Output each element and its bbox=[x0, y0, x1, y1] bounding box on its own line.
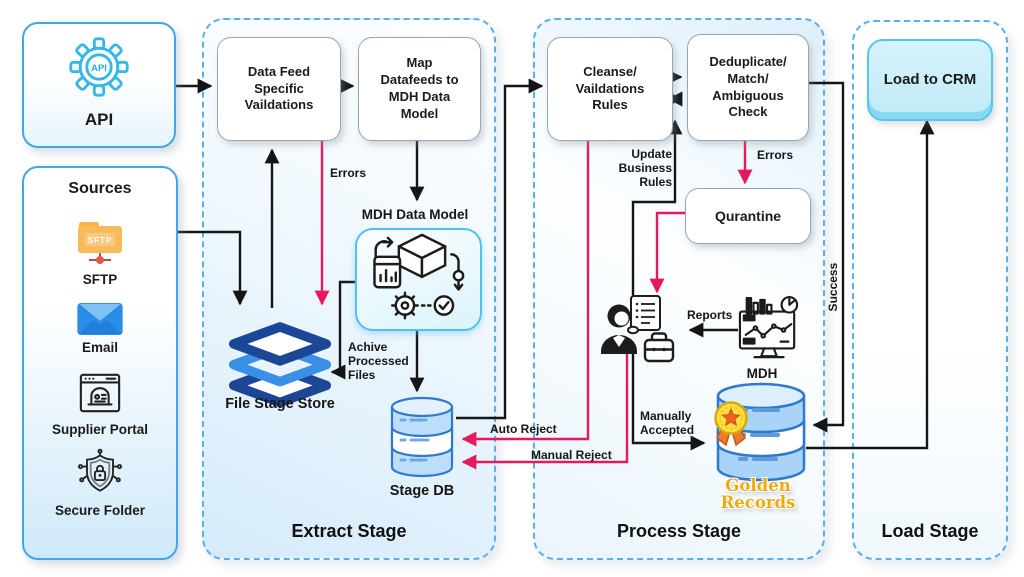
api-source-box: API API bbox=[22, 22, 176, 148]
node-data-feed-validations: Data Feed Specific Vaildations bbox=[217, 37, 341, 141]
mdh-data-model-title: MDH Data Model bbox=[361, 207, 469, 222]
node-load-to-crm: Load to CRM bbox=[867, 39, 993, 121]
sftp-folder-text: SFTP bbox=[88, 236, 112, 245]
auto-reject-label: Auto Reject bbox=[490, 422, 557, 436]
mdh-db-title: MDH bbox=[746, 366, 778, 381]
manually-accepted-label: Manually Accepted bbox=[640, 409, 695, 438]
api-gear-icon: API bbox=[69, 37, 129, 97]
gold-medal-icon bbox=[714, 401, 748, 447]
node-quarantine: Qurantine bbox=[685, 188, 811, 244]
stage-db-icon bbox=[390, 396, 454, 478]
archive-processed-files-label: Achive Processed Files bbox=[348, 340, 409, 383]
node-map-datafeeds: Map Datafeeds to MDH Data Model bbox=[358, 37, 481, 141]
mdh-golden-records-icon bbox=[714, 382, 806, 482]
email-icon bbox=[77, 302, 123, 336]
source-label-email: Email bbox=[81, 340, 119, 355]
node-deduplicate-match: Deduplicate/ Match/ Ambiguous Check bbox=[687, 34, 809, 141]
stage-db-label: Stage DB bbox=[389, 483, 455, 499]
file-stage-store-label: File Stage Store bbox=[225, 396, 335, 412]
golden-records-label: Golden Records bbox=[720, 476, 796, 513]
errors-process-label: Errors bbox=[757, 148, 794, 162]
file-stage-store-icon bbox=[229, 322, 331, 408]
source-label-sftp: SFTP bbox=[82, 272, 118, 287]
mdh-data-model-icon bbox=[373, 233, 465, 320]
secure-folder-icon bbox=[77, 448, 123, 492]
node-cleanse-validations: Cleanse/ Vaildations Rules bbox=[547, 37, 673, 141]
extract-stage-title: Extract Stage bbox=[291, 521, 407, 541]
update-business-rules-label: Update Business Rules bbox=[618, 147, 672, 190]
success-label: Success bbox=[825, 262, 840, 312]
reports-label: Reports bbox=[687, 308, 733, 322]
errors-extract-label: Errors bbox=[330, 166, 367, 180]
data-steward-icon bbox=[601, 295, 675, 363]
api-label: API bbox=[84, 110, 114, 129]
supplier-portal-icon bbox=[79, 373, 121, 413]
load-stage-title: Load Stage bbox=[881, 521, 979, 541]
source-label-secure-folder: Secure Folder bbox=[54, 503, 146, 518]
reports-monitor-icon bbox=[738, 296, 799, 359]
mdh-data-model-box bbox=[355, 228, 482, 331]
sources-panel: Sources SFTP SFTP Email bbox=[22, 166, 178, 560]
process-stage-title: Process Stage bbox=[616, 521, 742, 541]
sftp-folder-icon: SFTP bbox=[78, 222, 122, 264]
manual-reject-label: Manual Reject bbox=[531, 448, 612, 462]
sources-title: Sources bbox=[68, 180, 132, 197]
api-gear-text: API bbox=[91, 62, 107, 73]
source-label-supplier-portal: Supplier Portal bbox=[51, 422, 149, 437]
